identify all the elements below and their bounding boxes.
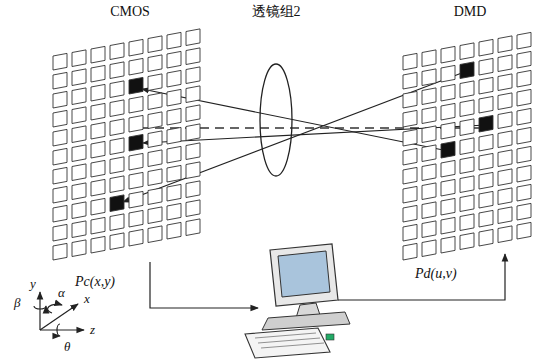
rotation-label: θ: [64, 340, 70, 353]
axis-label: y: [30, 277, 36, 290]
cmos-sensor: CMOS Pc(x,y): [45, 4, 215, 304]
axis-label: z: [90, 323, 95, 336]
component-title: DMD: [454, 4, 487, 19]
pixel-coordinate: Pd(u,v): [415, 266, 457, 281]
pixel-array: [45, 4, 215, 304]
pixel-array: [395, 4, 545, 294]
light-ray: [123, 71, 467, 202]
lens-outline: [241, 4, 311, 189]
lens-group: 透镜组2: [241, 4, 311, 189]
signal-wire: [150, 262, 258, 308]
computer-icon: [245, 244, 350, 358]
component-title: CMOS: [110, 4, 150, 19]
axis-label: x: [84, 292, 90, 305]
dmd-device: DMD Pd(u,v): [395, 4, 545, 294]
pixel-coordinate: Pc(x,y): [75, 274, 115, 289]
rotation-label: β: [14, 296, 20, 309]
component-title: 透镜组2: [252, 4, 301, 19]
rotation-label: α: [58, 286, 65, 299]
control-wire: [338, 254, 505, 300]
